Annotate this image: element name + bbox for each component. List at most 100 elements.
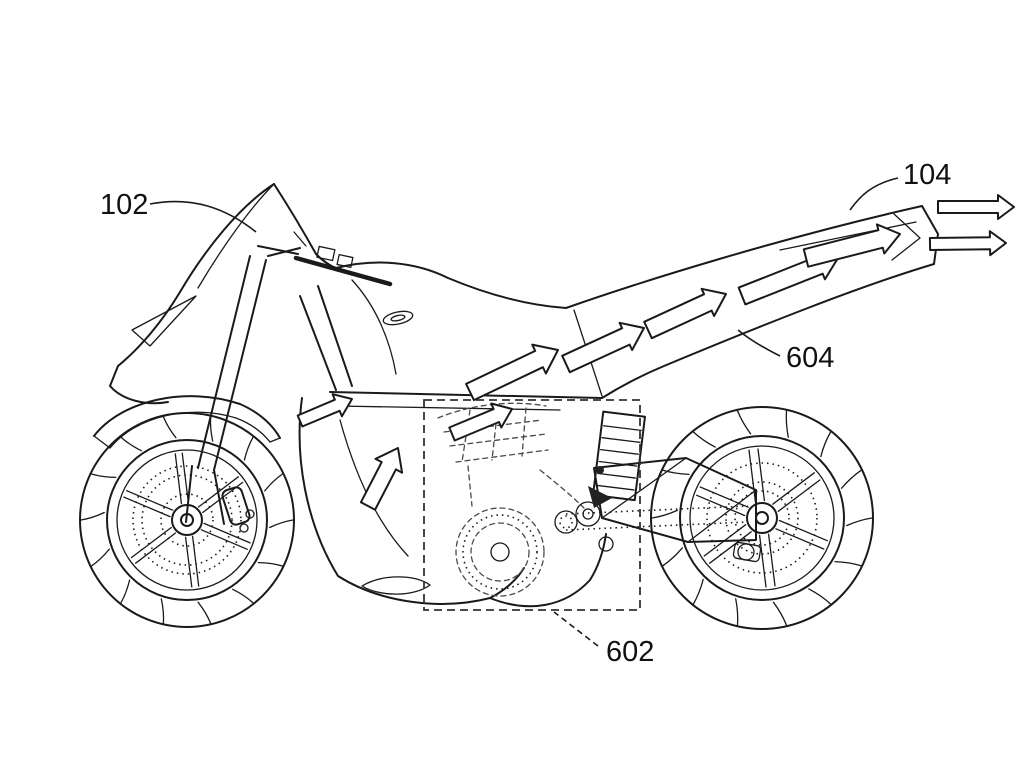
label-104: 104 — [903, 159, 951, 191]
tread-mark — [232, 588, 254, 604]
rear-caliper-bolt — [737, 543, 755, 561]
engine-link — [467, 465, 473, 507]
engine-link — [539, 469, 585, 509]
tread-mark — [808, 588, 832, 605]
cylinder-fin — [455, 449, 549, 463]
tire-outer — [650, 406, 874, 630]
front-fender-edge-left — [93, 435, 111, 449]
swingarm-brace-1 — [601, 457, 687, 519]
tread-mark — [120, 579, 131, 604]
tread-mark — [80, 511, 105, 521]
hub — [746, 502, 778, 534]
tail-end — [921, 205, 939, 265]
fairing-vent — [131, 295, 197, 347]
handlebar — [293, 255, 393, 287]
tread-mark — [160, 598, 165, 624]
spoke — [135, 532, 177, 564]
lower-cowl — [489, 533, 607, 608]
spoke — [184, 536, 193, 588]
motorcycle-outline — [79, 183, 939, 630]
fairing-top — [273, 183, 317, 255]
caliper-bolt — [245, 509, 255, 519]
tread-mark — [662, 547, 684, 567]
airflow-arrow — [937, 194, 1015, 220]
engine-region-box — [423, 399, 641, 611]
spoke — [181, 452, 190, 504]
bracket-dark — [588, 486, 612, 508]
spoke — [767, 533, 776, 587]
swingarm-brace-2 — [687, 489, 757, 543]
spoke — [174, 453, 183, 505]
belly-fairing — [298, 397, 525, 605]
spoke — [748, 449, 757, 503]
cylinder-stud — [521, 407, 527, 457]
windscreen-inner — [197, 183, 275, 289]
tread-mark — [692, 578, 704, 605]
belly-scoop — [361, 576, 431, 595]
cylinder-fin — [449, 433, 547, 447]
tread-mark — [735, 598, 739, 626]
airflow-arrow — [643, 287, 727, 340]
crankcase-inner — [470, 522, 530, 582]
tire-inner — [106, 439, 268, 601]
fuel-tank-top — [315, 253, 567, 309]
airflow-arrow — [802, 223, 901, 268]
brake-disc-dotted — [706, 462, 818, 574]
rim — [116, 449, 258, 591]
tail-bottom-line — [601, 263, 935, 399]
airflow-arrows — [296, 194, 1015, 511]
front-sprocket — [554, 510, 578, 534]
spoke — [777, 479, 821, 512]
mirror-stalk — [293, 231, 307, 247]
crank-center — [490, 542, 510, 562]
tread-mark — [692, 431, 716, 448]
linkage-bolt — [598, 536, 614, 552]
front-sprocket-bolts — [559, 515, 573, 529]
airflow-arrow — [359, 447, 404, 511]
front-fender-inner — [109, 411, 271, 449]
tread-mark — [662, 469, 690, 476]
airflow-arrow — [561, 321, 645, 374]
spoke — [696, 494, 746, 517]
front-brake-caliper — [221, 486, 251, 526]
caliper-bolt — [239, 523, 249, 533]
spoke — [200, 529, 248, 550]
frame-steering-rear — [317, 285, 353, 387]
front-fender-edge-right — [269, 437, 281, 443]
stator-bolt-ring — [462, 514, 538, 590]
tread-mark — [120, 436, 142, 452]
spoke — [126, 490, 174, 511]
windscreen-edge — [117, 183, 275, 367]
leader-line-604 — [737, 329, 781, 357]
tread-mark — [90, 473, 117, 479]
tail-chevron — [891, 213, 921, 261]
reference-labels: 102 104 604 602 — [100, 159, 951, 668]
fork-tube-front — [197, 255, 251, 469]
tail-top-line — [565, 205, 923, 309]
airflow-arrow — [296, 393, 353, 428]
tread-mark — [209, 416, 214, 442]
brake-lever — [257, 245, 299, 255]
drive-chain-bottom — [565, 521, 749, 531]
tread-mark — [785, 410, 789, 438]
fuel-cap — [382, 310, 414, 326]
tread-mark — [846, 517, 873, 527]
leader-line-104 — [849, 177, 899, 211]
rim — [689, 445, 835, 591]
tread-mark — [264, 473, 284, 492]
airflow-arrow — [928, 230, 1007, 257]
tail-mid-line — [779, 221, 917, 251]
brake-disc-dotted — [141, 474, 233, 566]
tread-mark — [651, 509, 678, 519]
spoke — [699, 486, 749, 508]
tread-mark — [736, 410, 752, 435]
tread-mark — [90, 548, 110, 567]
tread-mark — [834, 560, 862, 567]
tread-mark — [257, 561, 284, 567]
tread-mark — [840, 469, 862, 489]
frame-steering-front — [299, 295, 337, 391]
spoke — [130, 526, 172, 559]
rear-wheel — [650, 406, 874, 630]
